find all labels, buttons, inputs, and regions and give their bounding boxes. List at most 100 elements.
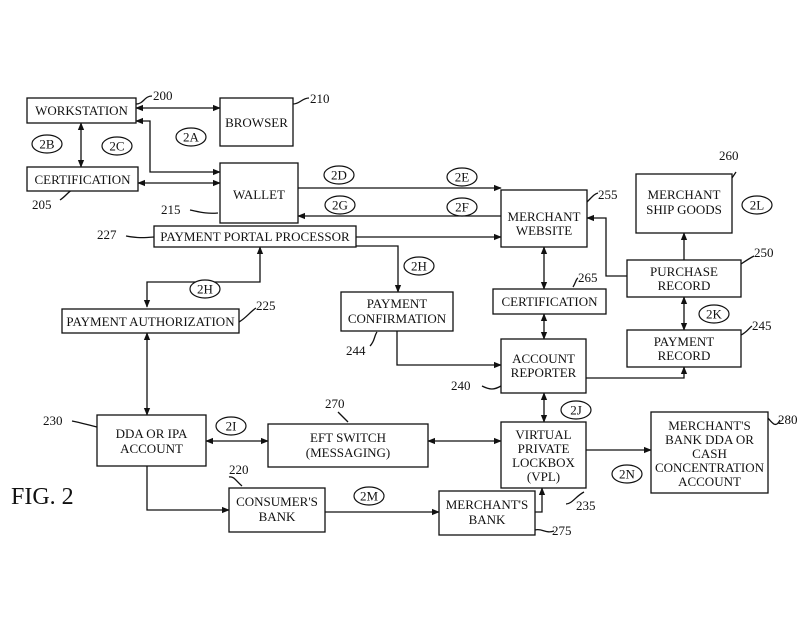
leader-210 <box>292 97 310 105</box>
payment-record-label-1: PAYMENT <box>654 334 715 349</box>
step-tag-2J: 2J <box>560 400 592 420</box>
payment-confirmation-box: PAYMENT CONFIRMATION <box>340 291 454 332</box>
payment-record-box: PAYMENT RECORD <box>626 329 742 368</box>
merchants-bank-dda-label-1: MERCHANT'S <box>668 418 751 433</box>
merchants-bank-box: MERCHANT'S BANK <box>438 490 536 536</box>
merchants-bank-dda-label-4: CONCENTRATION <box>655 460 765 475</box>
vpl-label-2: PRIVATE <box>518 441 570 456</box>
merchant-website-label-2: WEBSITE <box>516 223 572 238</box>
svg-text:2C: 2C <box>109 139 124 154</box>
leader-265 <box>572 277 579 288</box>
vpl-label-1: VIRTUAL <box>515 427 571 442</box>
leader-230 <box>71 420 98 428</box>
ref-215: 215 <box>161 202 181 217</box>
purchase-record-box: PURCHASE RECORD <box>626 259 742 298</box>
ref-250: 250 <box>754 245 774 260</box>
workstation-box: WORKSTATION <box>26 97 137 124</box>
workstation-wallet-arrow <box>135 117 221 176</box>
step-tag-2H-top: 2H <box>403 256 435 276</box>
browser-box: BROWSER <box>219 97 294 147</box>
step-tag-2M: 2M <box>353 486 385 506</box>
vpl-label-4: (VPL) <box>527 469 560 484</box>
svg-text:2H: 2H <box>411 259 427 274</box>
purchase-to-merchant-arrow <box>586 214 627 277</box>
svg-text:2A: 2A <box>183 130 200 145</box>
step-tag-2I: 2I <box>215 416 247 436</box>
leader-200 <box>135 95 153 105</box>
merchantsbank-to-vpl-arrow <box>535 487 546 513</box>
leader-280 <box>767 417 781 426</box>
svg-text:2E: 2E <box>455 170 470 185</box>
leader-225 <box>238 307 257 323</box>
reference-numbers: 200 210 205 215 260 255 227 250 265 225 … <box>32 88 798 538</box>
svg-text:2B: 2B <box>39 137 55 152</box>
reporter-to-payment-record-arrow <box>586 366 688 379</box>
ref-225: 225 <box>256 298 276 313</box>
ref-220: 220 <box>229 462 249 477</box>
leader-244 <box>369 331 378 347</box>
step-tag-2E: 2E <box>446 167 478 187</box>
certification-left-box: CERTIFICATION <box>26 166 139 192</box>
ref-270: 270 <box>325 396 345 411</box>
merchants-bank-dda-box: MERCHANT'S BANK DDA OR CASH CONCENTRATIO… <box>650 411 769 494</box>
step-tag-2A: 2A <box>175 127 207 147</box>
merchants-bank-label-1: MERCHANT'S <box>446 497 529 512</box>
ref-205: 205 <box>32 197 52 212</box>
step-tag-2F: 2F <box>446 197 478 217</box>
merchants-bank-label-2: BANK <box>469 512 506 527</box>
certification-right-box: CERTIFICATION <box>492 288 607 315</box>
svg-text:2L: 2L <box>750 198 765 213</box>
payment-portal-processor-box: PAYMENT PORTAL PROCESSOR <box>153 225 357 248</box>
virtual-private-lockbox-box: VIRTUAL PRIVATE LOCKBOX (VPL) <box>500 421 587 489</box>
ref-255: 255 <box>598 187 618 202</box>
svg-text:2D: 2D <box>331 168 347 183</box>
confirmation-to-reporter-arrow <box>396 331 502 369</box>
leader-220 <box>228 476 243 487</box>
wallet-label: WALLET <box>233 187 285 202</box>
ppp-to-confirmation-arrow <box>356 245 402 293</box>
leader-270 <box>337 411 349 423</box>
figure-label: FIG. 2 <box>11 484 74 510</box>
consumers-bank-label-1: CONSUMER'S <box>236 494 318 509</box>
merchant-ship-goods-label-1: MERCHANT <box>648 187 721 202</box>
payment-authorization-box: PAYMENT AUTHORIZATION <box>61 308 240 334</box>
payment-authorization-label: PAYMENT AUTHORIZATION <box>66 314 235 329</box>
step-tag-2G: 2G <box>324 195 356 215</box>
ref-244: 244 <box>346 343 366 358</box>
step-tag-2K: 2K <box>698 304 730 324</box>
step-tag-2B: 2B <box>31 134 63 154</box>
payment-portal-processor-label: PAYMENT PORTAL PROCESSOR <box>160 229 350 244</box>
consumers-bank-label-2: BANK <box>259 509 296 524</box>
svg-text:2K: 2K <box>706 307 723 322</box>
ref-245: 245 <box>752 318 772 333</box>
leader-245 <box>740 325 753 336</box>
step-tag-2L: 2L <box>741 195 773 215</box>
svg-text:2F: 2F <box>455 200 469 215</box>
workstation-label: WORKSTATION <box>35 103 128 118</box>
step-tag-2H-left: 2H <box>189 279 221 299</box>
wallet-box: WALLET <box>219 162 299 224</box>
merchant-website-label-1: MERCHANT <box>508 209 581 224</box>
step-tag-2D: 2D <box>323 165 355 185</box>
leader-240 <box>481 385 502 390</box>
leader-227 <box>125 235 155 239</box>
payment-confirmation-label-1: PAYMENT <box>367 296 428 311</box>
browser-label: BROWSER <box>225 115 288 130</box>
ref-227: 227 <box>97 227 117 242</box>
consumers-bank-box: CONSUMER'S BANK <box>228 487 326 533</box>
purchase-record-label-1: PURCHASE <box>650 264 718 279</box>
ref-265: 265 <box>578 270 598 285</box>
svg-text:2M: 2M <box>360 489 379 504</box>
eft-switch-box: EFT SWITCH (MESSAGING) <box>267 423 429 468</box>
purchase-record-label-2: RECORD <box>658 278 711 293</box>
merchant-ship-goods-label-2: SHIP GOODS <box>646 202 722 217</box>
payment-confirmation-label-2: CONFIRMATION <box>348 311 447 326</box>
eft-switch-label-2: (MESSAGING) <box>306 445 391 460</box>
dda-ipa-account-box: DDA OR IPA ACCOUNT <box>96 414 207 467</box>
merchant-website-box: MERCHANT WEBSITE <box>500 189 588 248</box>
leader-235 <box>565 491 585 505</box>
ref-280: 280 <box>778 412 798 427</box>
account-reporter-label-2: REPORTER <box>511 365 577 380</box>
ref-260: 260 <box>719 148 739 163</box>
